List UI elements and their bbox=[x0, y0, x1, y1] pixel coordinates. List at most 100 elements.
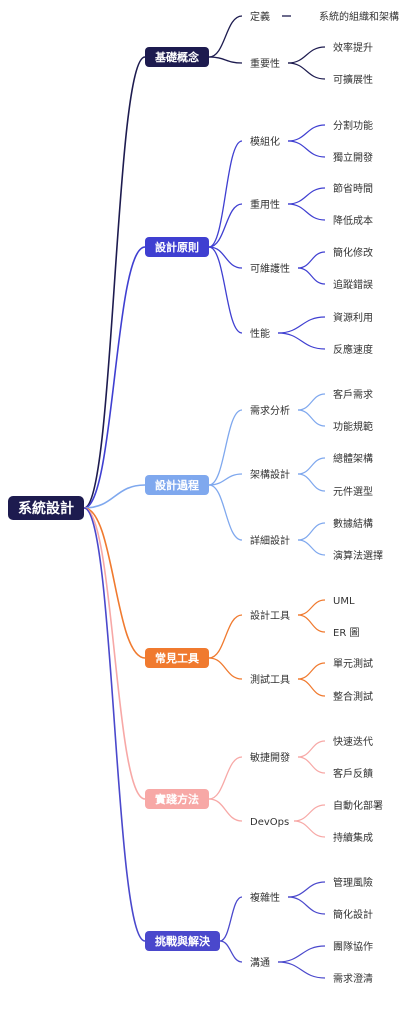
edge-topic-to-leaf bbox=[287, 187, 326, 205]
edge-topic-to-leaf bbox=[277, 316, 326, 334]
edge-branch-to-topic bbox=[208, 246, 243, 269]
leaf-node[interactable]: 追蹤錯誤 bbox=[333, 278, 373, 291]
edge-root-to-branch bbox=[83, 507, 146, 659]
leaf-node[interactable]: 持續集成 bbox=[333, 831, 373, 844]
leaf-node[interactable]: 可擴展性 bbox=[333, 73, 373, 86]
leaf-node[interactable]: 演算法選擇 bbox=[333, 549, 383, 562]
topic-node[interactable]: 測試工具 bbox=[250, 673, 290, 686]
leaf-node[interactable]: 管理風險 bbox=[333, 876, 373, 889]
topic-node[interactable]: 架構設計 bbox=[250, 468, 290, 481]
topic-node[interactable]: 需求分析 bbox=[250, 404, 290, 417]
leaf-node[interactable]: 客戶需求 bbox=[333, 388, 373, 401]
edge-topic-to-leaf bbox=[287, 140, 326, 158]
leaf-node[interactable]: 系統的組織和架構 bbox=[319, 10, 399, 23]
topic-node[interactable]: 重用性 bbox=[250, 198, 280, 211]
branch-node[interactable]: 實踐方法 bbox=[145, 789, 209, 809]
edge-topic-to-leaf bbox=[287, 124, 326, 142]
edge-topic-to-leaf bbox=[297, 522, 326, 541]
branch-node[interactable]: 設計過程 bbox=[145, 475, 209, 495]
edge-branch-to-topic bbox=[208, 140, 243, 248]
leaf-node[interactable]: 自動化部署 bbox=[333, 799, 383, 812]
topic-node[interactable]: 重要性 bbox=[250, 57, 280, 70]
leaf-node[interactable]: 元件選型 bbox=[333, 485, 373, 498]
branch-node-box bbox=[145, 789, 209, 809]
edge-branch-to-topic bbox=[208, 409, 243, 486]
leaf-node[interactable]: 總體架構 bbox=[333, 452, 373, 465]
edge-topic-to-leaf bbox=[287, 46, 326, 64]
edge-topic-to-leaf bbox=[297, 614, 326, 633]
edge-topic-to-leaf bbox=[297, 662, 326, 680]
topic-node[interactable]: 敏捷開發 bbox=[250, 751, 290, 764]
edge-root-to-branch bbox=[83, 507, 146, 800]
leaf-node[interactable]: 需求澄清 bbox=[333, 972, 373, 985]
leaf-node[interactable]: 功能規範 bbox=[333, 420, 373, 433]
edge-topic-to-leaf bbox=[297, 409, 326, 427]
leaf-node[interactable]: 快速迭代 bbox=[333, 736, 373, 748]
leaf-node[interactable]: 團隊協作 bbox=[333, 940, 373, 953]
topic-node[interactable]: 設計工具 bbox=[250, 609, 290, 622]
leaf-node[interactable]: 反應速度 bbox=[333, 343, 373, 356]
topic-node[interactable]: 性能 bbox=[250, 327, 270, 340]
edge-topic-to-leaf bbox=[297, 539, 326, 556]
branch-node-box bbox=[145, 237, 209, 257]
edge-topic-to-leaf bbox=[277, 332, 326, 350]
leaf-node[interactable]: 單元測試 bbox=[333, 657, 373, 670]
leaf-node[interactable]: 分割功能 bbox=[333, 119, 373, 132]
edge-topic-to-leaf bbox=[277, 945, 326, 963]
edge-root-to-branch bbox=[83, 246, 146, 509]
leaf-node[interactable]: 客戶反饋 bbox=[333, 767, 373, 780]
edge-root-to-branch bbox=[83, 56, 146, 509]
leaf-node[interactable]: UML bbox=[333, 596, 355, 607]
branch-node[interactable]: 設計原則 bbox=[145, 237, 209, 257]
branch-node-box bbox=[145, 475, 209, 495]
branch-node-label: 實踐方法 bbox=[155, 792, 199, 806]
leaf-node[interactable]: 效率提升 bbox=[333, 41, 373, 54]
topic-node[interactable]: 定義 bbox=[250, 10, 270, 23]
edge-topic-to-leaf bbox=[287, 62, 326, 80]
leaf-node[interactable]: 簡化設計 bbox=[333, 908, 373, 921]
branch-node-label: 常見工具 bbox=[155, 651, 199, 665]
leaf-node[interactable]: 數據結構 bbox=[333, 517, 373, 530]
edge-topic-to-leaf bbox=[297, 393, 326, 411]
topic-node[interactable]: 複雜性 bbox=[250, 891, 280, 904]
edge-topic-to-leaf bbox=[297, 740, 326, 758]
branch-node-box bbox=[145, 648, 209, 668]
edge-topic-to-leaf bbox=[293, 820, 326, 838]
edge-branch-to-topic bbox=[208, 56, 243, 64]
leaf-node[interactable]: 資源利用 bbox=[333, 311, 373, 324]
edge-branch-to-topic bbox=[208, 473, 243, 486]
topic-node[interactable]: 溝通 bbox=[250, 956, 270, 969]
topic-node[interactable]: DevOps bbox=[250, 817, 289, 828]
leaf-node[interactable]: 獨立開發 bbox=[333, 151, 373, 164]
topic-node[interactable]: 詳細設計 bbox=[250, 534, 290, 547]
leaf-node[interactable]: 降低成本 bbox=[333, 214, 373, 227]
branch-node-label: 設計過程 bbox=[155, 478, 199, 492]
leaf-node[interactable]: 整合測試 bbox=[333, 690, 373, 703]
edge-topic-to-leaf bbox=[287, 203, 326, 221]
edge-topic-to-leaf bbox=[297, 267, 326, 285]
branch-node[interactable]: 挑戰與解決 bbox=[145, 931, 220, 951]
branch-node[interactable]: 基礎概念 bbox=[145, 47, 209, 67]
edge-topic-to-leaf bbox=[293, 804, 326, 822]
leaf-node[interactable]: 節省時間 bbox=[333, 182, 373, 195]
leaf-node[interactable]: 簡化修改 bbox=[333, 246, 373, 259]
edge-branch-to-topic bbox=[208, 657, 243, 680]
edge-branch-to-topic bbox=[208, 203, 243, 248]
edge-topic-to-leaf bbox=[287, 881, 326, 898]
edge-branch-to-topic bbox=[219, 896, 243, 942]
branch-node-label: 設計原則 bbox=[155, 240, 199, 254]
root-node-label: 系統設計 bbox=[18, 500, 74, 517]
branch-node[interactable]: 常見工具 bbox=[145, 648, 209, 668]
edge-topic-to-leaf bbox=[297, 756, 326, 774]
topic-node[interactable]: 可維護性 bbox=[250, 262, 290, 275]
edge-branch-to-topic bbox=[208, 15, 243, 58]
edge-branch-to-topic bbox=[219, 940, 243, 963]
root-node[interactable]: 系統設計 bbox=[8, 496, 84, 520]
edge-topic-to-leaf bbox=[297, 678, 326, 697]
leaf-node[interactable]: ER 圖 bbox=[333, 627, 359, 639]
edge-branch-to-topic bbox=[208, 484, 243, 541]
topic-node[interactable]: 模組化 bbox=[250, 135, 280, 148]
branch-node-box bbox=[145, 47, 209, 67]
edge-branch-to-topic bbox=[208, 614, 243, 659]
